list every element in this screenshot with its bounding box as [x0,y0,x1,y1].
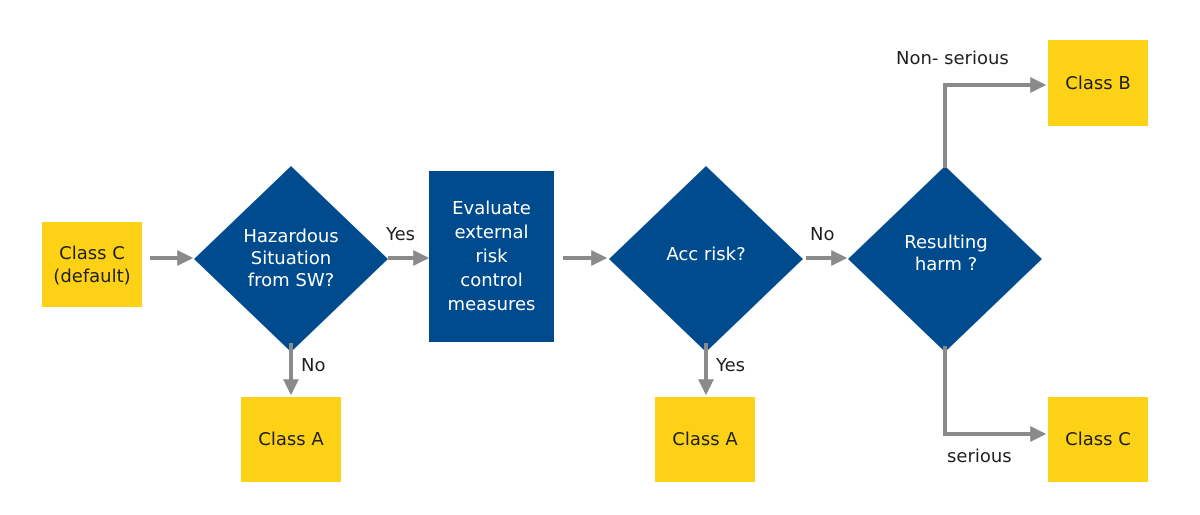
start-line-1: Class C [59,242,125,264]
edge-label-acc-no: No [810,224,835,245]
arrow-harm-to-class-c [943,346,1047,442]
start-line-2: (default) [53,265,131,287]
class-a-box-1: Class A [241,397,341,482]
harm-line-2: harm ? [914,254,978,275]
evaluate-box: Evaluate external risk control measures [429,171,554,342]
decision-hazard-label: Hazardous Situation from SW? [221,219,361,299]
hazard-line-1: Hazardous [243,226,339,247]
decision-acc-risk-label: Acc risk? [636,240,776,270]
decision-acc-risk-diamond [609,166,803,352]
class-c-box: Class C [1048,397,1148,482]
class-a-2-label: Class A [672,429,738,450]
evaluate-line-1: Evaluate [452,197,531,219]
decision-harm-diamond [848,166,1042,352]
acc-risk-text: Acc risk? [666,244,746,265]
hazard-line-3: from SW? [247,270,335,291]
evaluate-line-3: risk [475,245,508,267]
harm-line-1: Resulting [904,232,988,253]
class-a-box-2: Class A [655,397,755,482]
edge-label-hazard-no: No [301,355,326,376]
evaluate-line-2: external [454,221,529,243]
class-b-label: Class B [1065,72,1131,94]
edge-label-non-serious: Non- serious [896,48,1009,69]
arrow-harm-to-class-b [943,77,1047,168]
class-c-label: Class C [1065,429,1131,450]
decision-harm-label: Resulting harm ? [876,229,1016,279]
evaluate-line-5: measures [447,293,536,315]
decision-hazard-diamond [194,166,388,352]
hazard-line-2: Situation [250,248,332,269]
start-class-c-box: Class C (default) [42,222,142,307]
class-a-1-label: Class A [258,429,324,450]
edge-label-hazard-yes: Yes [386,224,416,245]
edge-label-acc-yes: Yes [716,355,746,376]
evaluate-line-4: control [460,269,523,291]
class-b-box: Class B [1048,40,1148,126]
edge-label-serious: serious [947,446,1012,467]
